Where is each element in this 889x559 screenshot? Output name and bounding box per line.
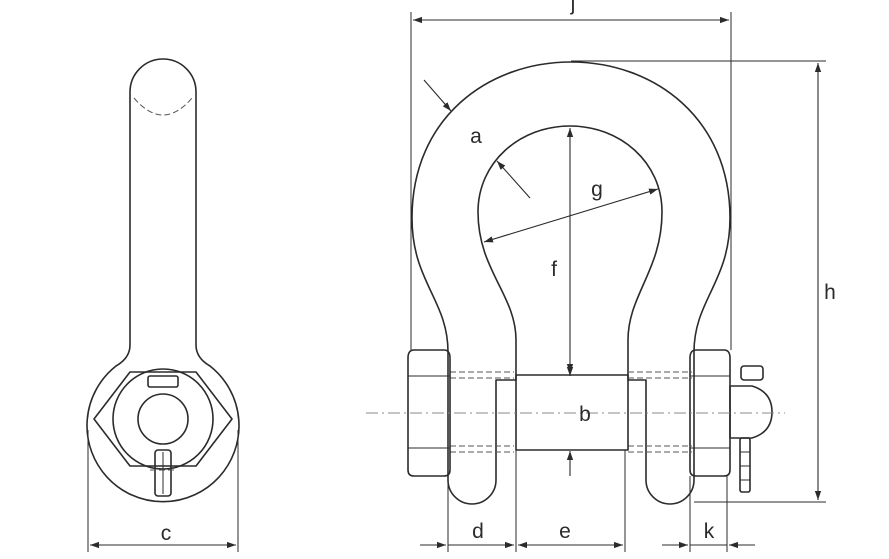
cotter-pin-leg [739,437,751,493]
dim-f-label: f [551,258,557,281]
shackle-bow-outline [411,61,731,505]
side-view-body-outline [86,58,240,503]
dim-g-arrow [483,188,659,243]
side-view-cotter-pin-bottom [154,449,172,497]
side-view-bow-top-dashed [133,97,193,116]
cotter-pin-head [740,365,764,381]
side-view-pin-hole [137,393,189,445]
dim-c-label: c [161,522,172,545]
side-view-cotter-pin-top [147,375,179,388]
nut-right [689,349,731,477]
side-view: c [86,58,240,552]
front-view: j h f b g a d e k [366,0,836,552]
dim-e-label: e [559,520,571,543]
dim-j-label: j [570,0,576,15]
side-view-hex-nut [93,371,233,467]
dim-g-label: g [591,178,603,201]
dim-a-leader-outer [423,79,452,112]
bolt-head-left [407,349,451,477]
pin-end [729,385,773,439]
dim-d-label: d [472,520,484,543]
dim-b-label: b [579,403,591,426]
dim-a-label: a [470,125,482,148]
dim-k-label: k [704,520,715,543]
dim-a-leader-inner [496,160,531,199]
dim-h-label: h [824,281,836,304]
